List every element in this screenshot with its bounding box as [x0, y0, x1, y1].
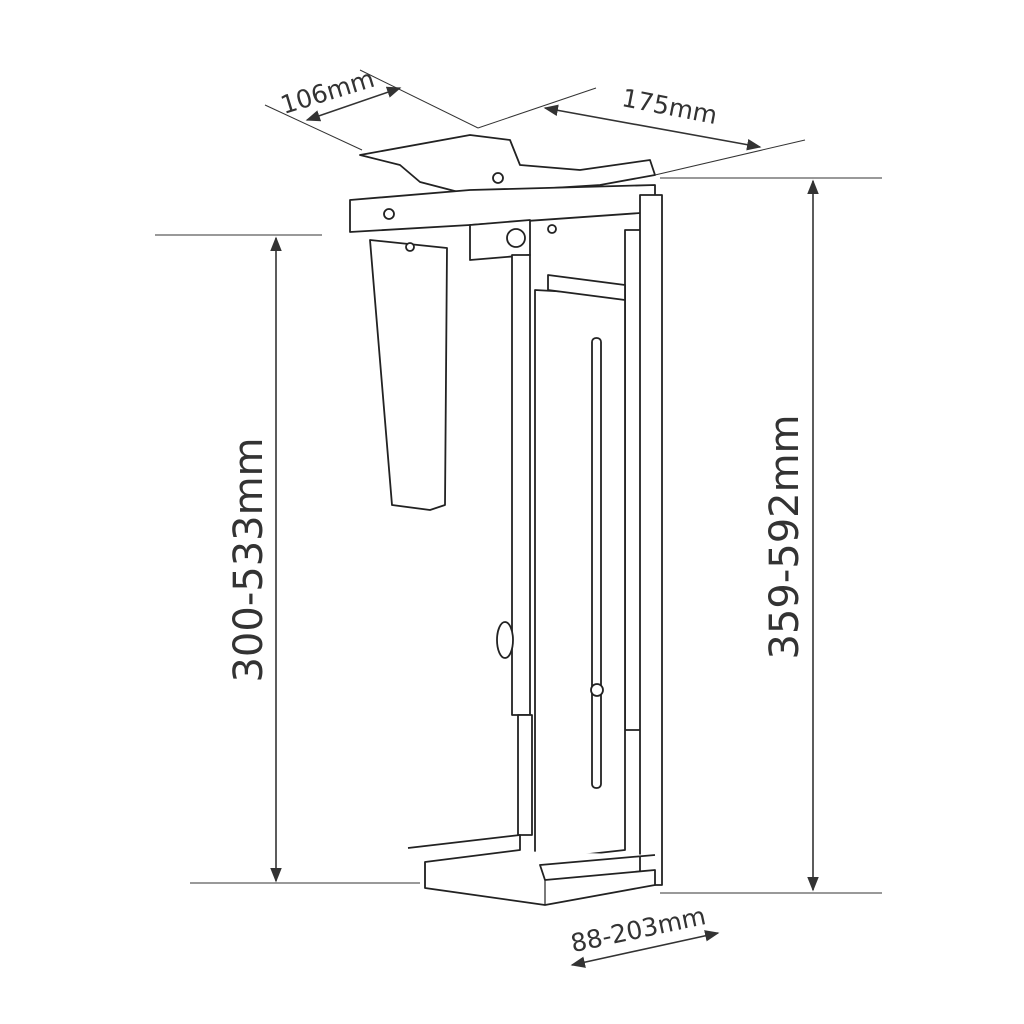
label-top-depth: 106mm	[277, 64, 378, 120]
screw-icon	[492, 172, 504, 184]
extension-line	[264, 104, 363, 151]
adjustment-slot	[591, 337, 602, 789]
left-post-extension	[517, 714, 533, 836]
extension-line	[477, 87, 597, 129]
center-panel	[534, 289, 626, 861]
left-side-plate	[369, 239, 448, 511]
screw-icon	[547, 224, 557, 234]
label-clearance-height: 300-533mm	[226, 437, 272, 682]
depth-arrow	[305, 86, 402, 122]
knob-icon	[506, 228, 526, 248]
screw-icon	[383, 208, 395, 220]
right-post	[639, 194, 663, 886]
extension-line	[359, 69, 479, 129]
screw-icon	[590, 683, 604, 697]
extension-line	[654, 139, 806, 176]
label-bottom-width: 88-203mm	[568, 901, 708, 958]
tray-edges	[424, 862, 546, 905]
panel-top-bar	[547, 274, 626, 301]
left-post	[511, 254, 531, 716]
cpu-holder-drawing	[349, 134, 663, 906]
bottom-width-arrow	[570, 930, 720, 968]
label-top-width: 175mm	[620, 83, 720, 130]
width-arrow	[543, 104, 762, 151]
knob-icon	[496, 621, 514, 659]
dimension-lines	[155, 69, 882, 968]
label-overall-height: 359-592mm	[762, 414, 808, 659]
screw-icon	[405, 242, 415, 252]
